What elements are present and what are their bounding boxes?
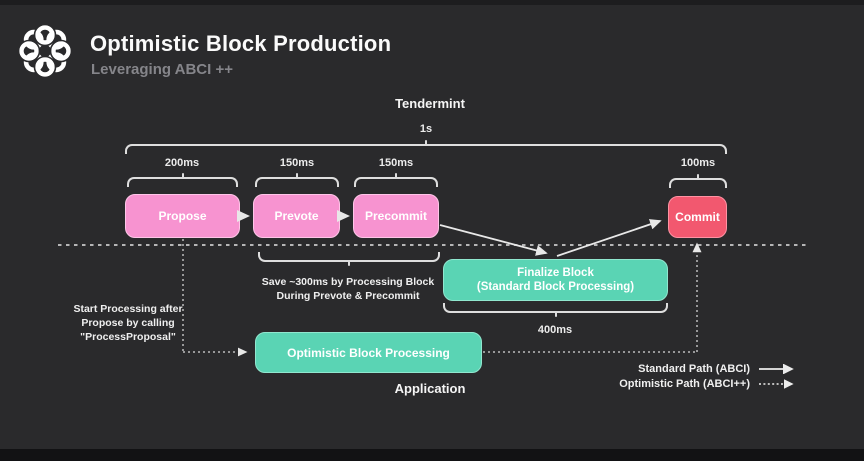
bracket-total-1s bbox=[125, 140, 727, 154]
duration-total: 1s bbox=[419, 123, 433, 135]
legend-optimistic-label: Optimistic Path (ABCI++) bbox=[619, 378, 750, 390]
duration-prevote: 150ms bbox=[279, 157, 315, 169]
dotted-arrow-icon bbox=[759, 379, 794, 389]
save-300ms-annotation: Save ~300ms by Processing Block During P… bbox=[262, 275, 434, 303]
start-processing-line3: "ProcessProposal" bbox=[80, 331, 176, 343]
finalize-block-label-line2: (Standard Block Processing) bbox=[476, 281, 635, 293]
bracket-propose bbox=[127, 173, 238, 187]
page-title: Optimistic Block Production bbox=[90, 31, 392, 56]
bracket-400ms bbox=[443, 303, 668, 317]
knot-logo-icon bbox=[19, 25, 71, 77]
arrow-finalize-to-commit bbox=[556, 219, 662, 257]
start-processing-line1: Start Processing after bbox=[73, 303, 183, 315]
bracket-precommit bbox=[354, 173, 438, 187]
optimistic-block-processing-node: Optimistic Block Processing bbox=[255, 332, 482, 373]
commit-node: Commit bbox=[668, 196, 727, 238]
optimistic-block-processing-label: Optimistic Block Processing bbox=[287, 345, 450, 360]
solid-arrow-icon bbox=[759, 364, 794, 374]
duration-propose: 200ms bbox=[164, 157, 200, 169]
propose-node: Propose bbox=[125, 194, 240, 238]
precommit-label: Precommit bbox=[364, 209, 428, 223]
start-processing-line2: Propose by calling bbox=[81, 317, 175, 329]
save-annotation-line1: Save ~300ms by Processing Block bbox=[261, 276, 435, 288]
duration-finalize: 400ms bbox=[537, 324, 573, 336]
duration-precommit: 150ms bbox=[378, 157, 414, 169]
bottom-letterbox bbox=[0, 449, 864, 461]
save-annotation-line2: During Prevote & Precommit bbox=[276, 290, 420, 302]
top-letterbox bbox=[0, 0, 864, 5]
path-legend: Standard Path (ABCI) Optimistic Path (AB… bbox=[619, 363, 800, 390]
duration-commit: 100ms bbox=[680, 157, 716, 169]
bracket-save-300ms bbox=[258, 252, 440, 266]
bracket-commit bbox=[669, 174, 727, 188]
legend-standard-label: Standard Path (ABCI) bbox=[638, 363, 750, 375]
finalize-block-label-line1: Finalize Block bbox=[517, 267, 594, 279]
application-layer-label: Application bbox=[394, 381, 466, 396]
prevote-node: Prevote bbox=[253, 194, 340, 238]
start-processing-annotation: Start Processing after Propose by callin… bbox=[73, 302, 182, 344]
bracket-prevote bbox=[255, 173, 339, 187]
precommit-node: Precommit bbox=[353, 194, 439, 238]
finalize-block-node: Finalize Block (Standard Block Processin… bbox=[443, 259, 668, 301]
legend-optimistic-path: Optimistic Path (ABCI++) bbox=[619, 378, 800, 390]
propose-label: Propose bbox=[158, 209, 207, 223]
legend-standard-path: Standard Path (ABCI) bbox=[638, 363, 800, 375]
tendermint-layer-label: Tendermint bbox=[395, 96, 465, 111]
prevote-label: Prevote bbox=[274, 209, 319, 223]
page-subtitle: Leveraging ABCI ++ bbox=[91, 61, 233, 78]
commit-label: Commit bbox=[675, 210, 720, 224]
arrow-precommit-to-finalize bbox=[439, 224, 548, 256]
